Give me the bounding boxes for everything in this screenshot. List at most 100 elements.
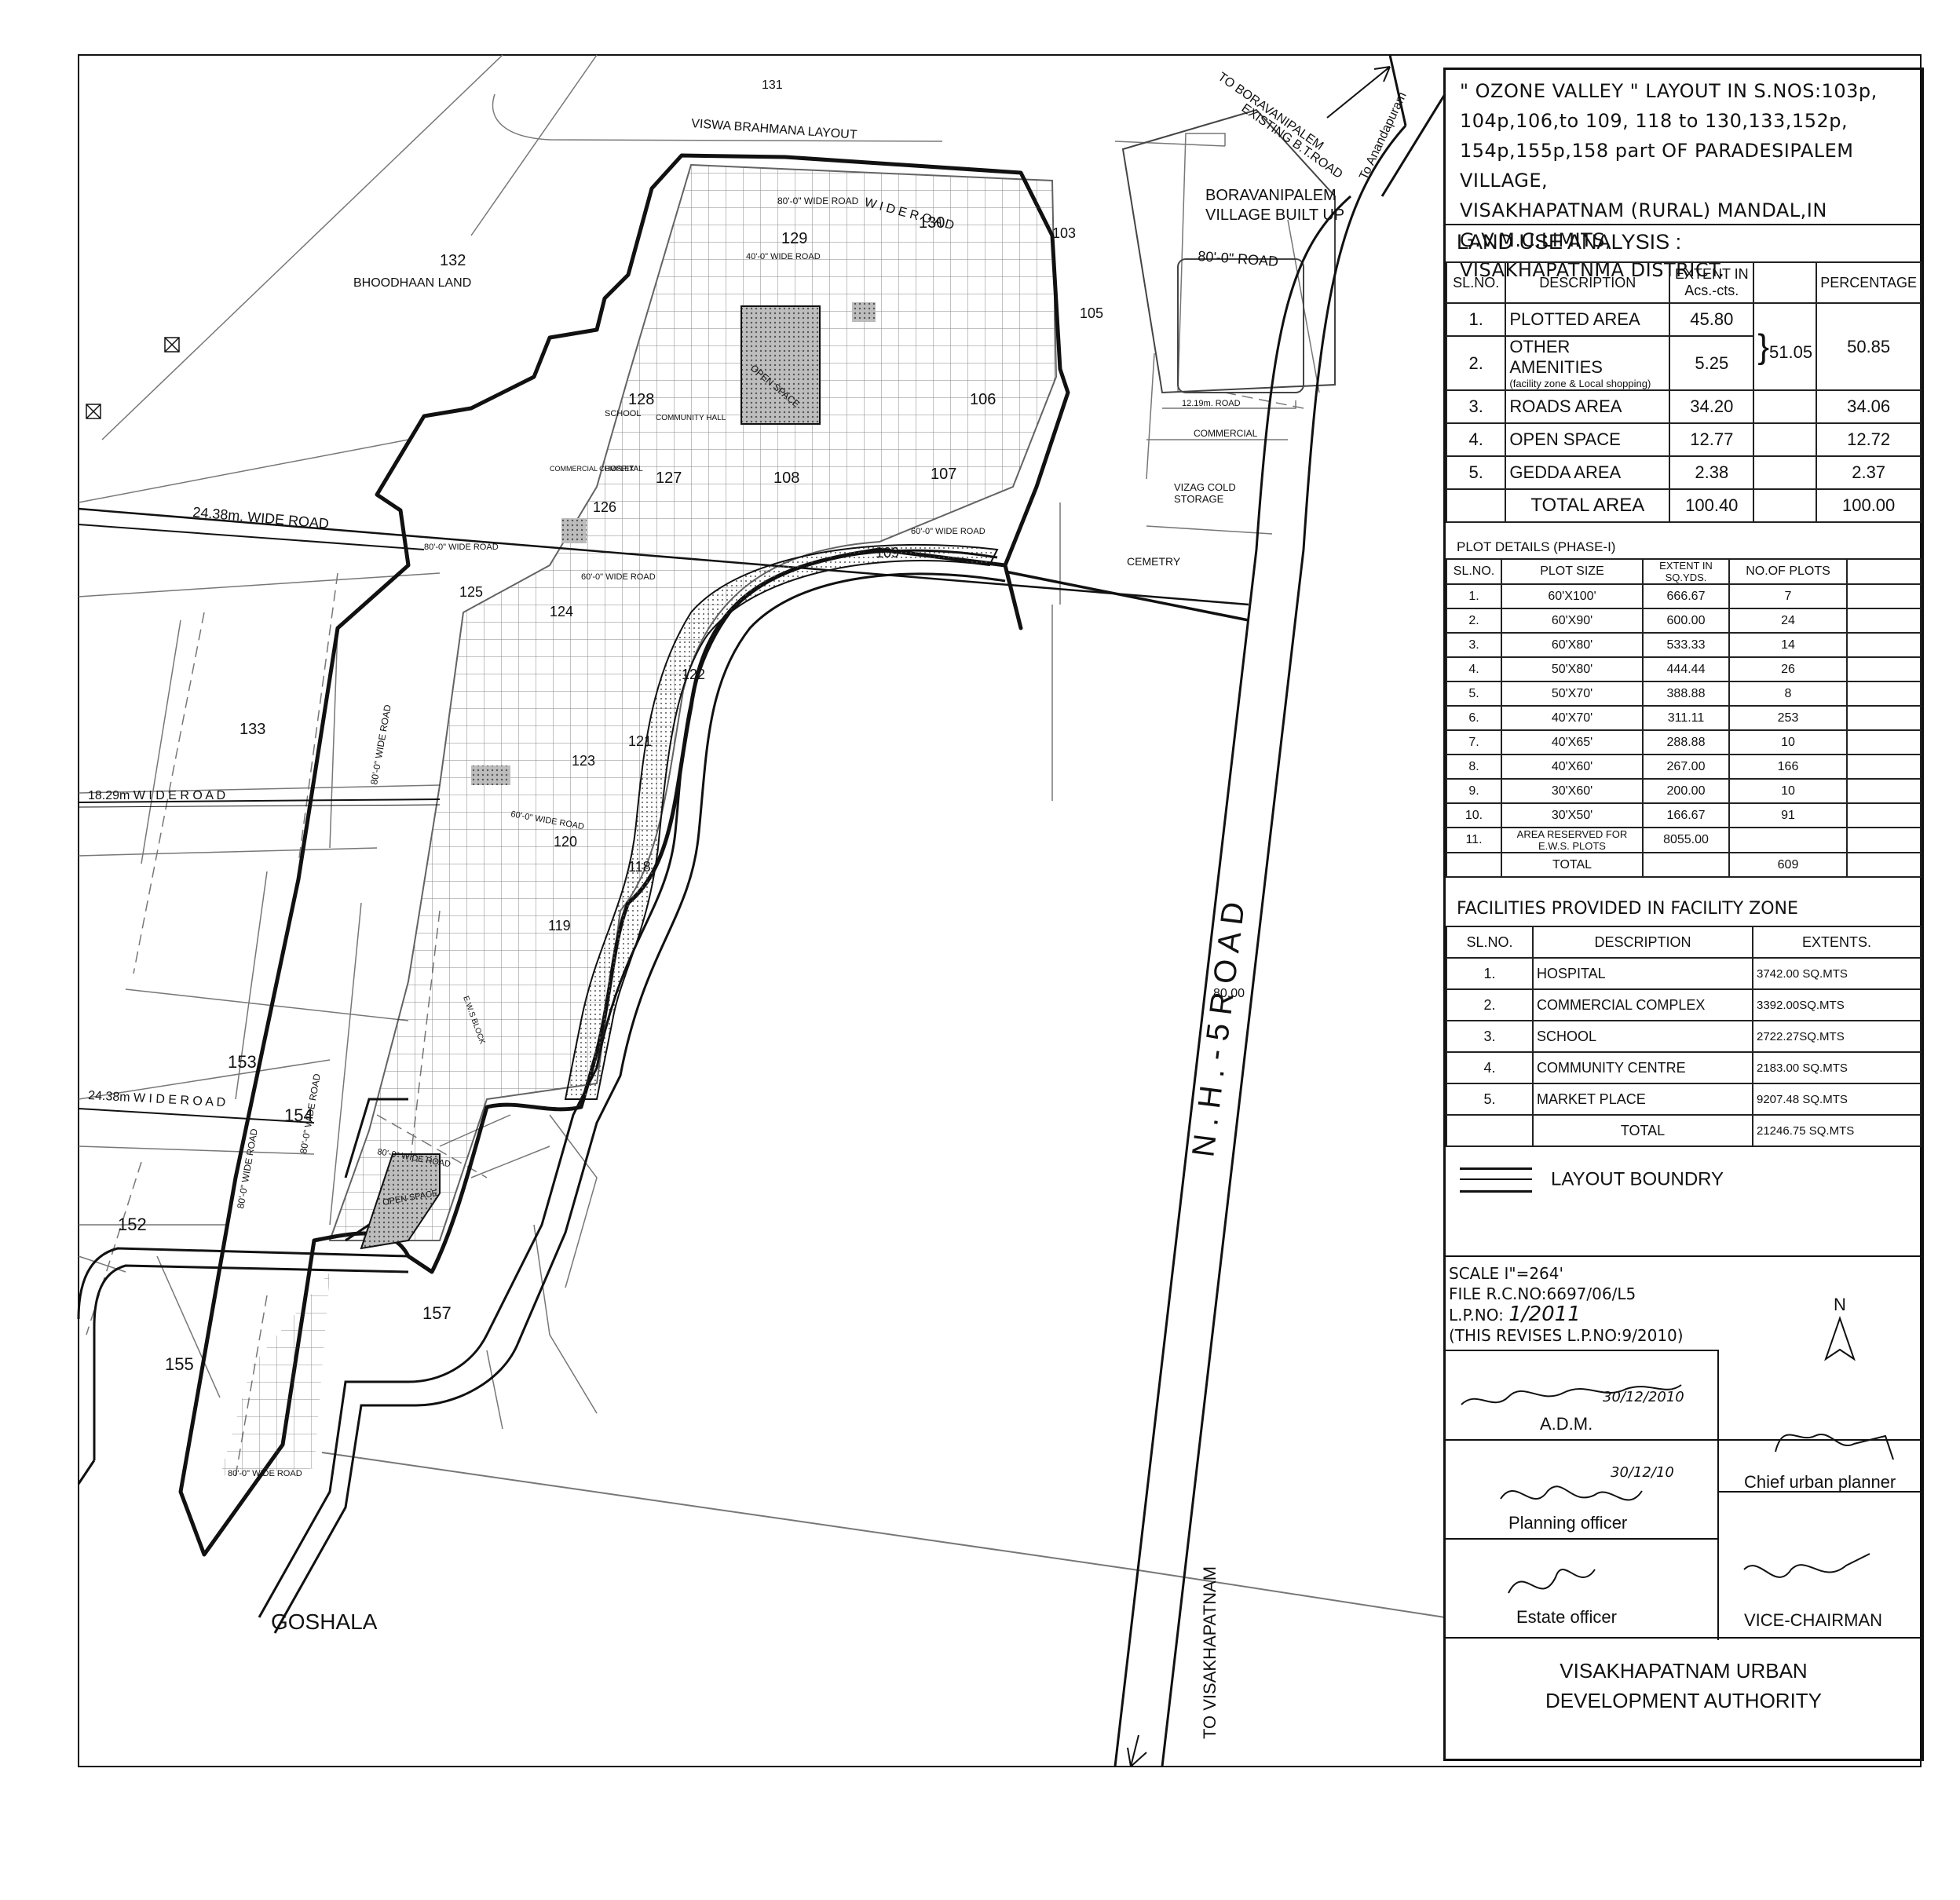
vice-chairman-label: VICE-CHAIRMAN xyxy=(1744,1610,1883,1630)
label-hospital: HOSPITAL xyxy=(605,465,643,473)
label-s155: 155 xyxy=(165,1354,194,1374)
fz-header-desc: DESCRIPTION xyxy=(1532,926,1753,959)
lu-row-1-sl: 1. xyxy=(1445,302,1507,337)
label-community-hall: COMMUNITY HALL xyxy=(656,414,726,422)
label-s108: 108 xyxy=(773,470,799,487)
planning-date: 30/12/10 xyxy=(1611,1464,1674,1481)
title-line-4: VISAKHAPATNAM (RURAL) MANDAL,IN G.V.M.C.… xyxy=(1460,199,1827,251)
lu-row-4-desc: OPEN SPACE xyxy=(1505,422,1671,457)
planning-label: Planning officer xyxy=(1508,1513,1628,1533)
lu-header-slno: SL.NO. xyxy=(1445,261,1507,304)
lp-number: 1/2011 xyxy=(1508,1303,1581,1326)
layout-boundary-symbol xyxy=(1460,1167,1532,1193)
lu-row-4-extent: 12.77 xyxy=(1669,422,1755,457)
village-builtup-outline xyxy=(1121,108,1336,394)
lu-row-3-desc: ROADS AREA xyxy=(1505,389,1671,424)
gedda-channel xyxy=(564,543,999,1100)
scale-block: SCALE I"=264' FILE R.C.NO:6697/06/L5 L.P… xyxy=(1449,1263,1684,1346)
pd-header-extent: EXTENT IN SQ.YDS. xyxy=(1642,558,1730,585)
legend-label: LAYOUT BOUNDRY xyxy=(1551,1168,1724,1190)
pd-total-count: 609 xyxy=(1728,852,1848,878)
pd-header-slno: SL.NO. xyxy=(1446,558,1502,585)
label-s121: 121 xyxy=(628,733,652,749)
estate-signature xyxy=(1508,1569,1596,1594)
label-s133: 133 xyxy=(240,721,265,738)
north-arrow-icon xyxy=(1824,1315,1856,1361)
label-wr-80-left: 80'-0" WIDE ROAD xyxy=(368,703,393,785)
drain-lines xyxy=(77,549,1006,1634)
label-s109: 109 xyxy=(876,545,899,561)
title-line-3: 154p,155p,158 part OF PARADESIPALEM VILL… xyxy=(1460,140,1854,192)
label-s157: 157 xyxy=(422,1303,452,1323)
lu-total-pct: 100.00 xyxy=(1816,488,1922,523)
title-line-1: " OZONE VALLEY " LAYOUT IN S.NOS:103p, xyxy=(1460,80,1878,102)
label-s118: 118 xyxy=(628,859,651,875)
label-goshala: GOSHALA xyxy=(271,1610,378,1634)
label-s122: 122 xyxy=(682,667,705,682)
plot-details-table: SL.NO. PLOT SIZE EXTENT IN SQ.YDS. NO.OF… xyxy=(1446,558,1922,878)
label-s152: 152 xyxy=(118,1215,147,1234)
lu-bracket-pct: 50.85 xyxy=(1816,302,1922,391)
label-s123: 123 xyxy=(572,753,595,769)
label-to-boravanipalem: TO BORAVANIPALEM xyxy=(1216,70,1326,153)
label-commercial: COMMERCIAL xyxy=(1194,428,1258,439)
label-s107: 107 xyxy=(931,466,956,483)
nh5-road xyxy=(1113,54,1446,1767)
authority-line-2: DEVELOPMENT AUTHORITY xyxy=(1545,1689,1823,1712)
authority-name: VISAKHAPATNAM URBAN DEVELOPMENT AUTHORIT… xyxy=(1446,1656,1922,1715)
lu-row-5-desc: GEDDA AREA xyxy=(1505,455,1671,490)
label-s105: 105 xyxy=(1080,305,1103,321)
lu-row-2-sub: (facility zone & Local shopping) xyxy=(1509,378,1651,389)
label-s120: 120 xyxy=(554,834,577,850)
fz-total-label: TOTAL xyxy=(1532,1114,1753,1147)
lu-row-2-desc: OTHER AMENITIES(facility zone & Local sh… xyxy=(1505,335,1671,391)
label-wr-60-right: 60'-0" WIDE ROAD xyxy=(911,527,985,536)
label-to-visakhapatnam: TO VISAKHAPATNAM xyxy=(1200,1566,1220,1739)
label-existing-bt-road: EXISTING B.T.ROAD xyxy=(1239,101,1345,181)
land-use-table: SL.NO. DESCRIPTION EXTENT IN Acs.-cts. P… xyxy=(1445,261,1922,523)
label-road-18m: 18.29m W I D E R O A D xyxy=(88,789,225,802)
lu-row-1-desc: PLOTTED AREA xyxy=(1505,302,1671,337)
label-s154: 154 xyxy=(284,1105,313,1125)
lu-header-pct: PERCENTAGE xyxy=(1816,261,1922,304)
legend: LAYOUT BOUNDRY xyxy=(1460,1167,1724,1193)
label-wr-60-mid: 60'-0" WIDE ROAD xyxy=(581,572,656,582)
road-18m xyxy=(78,798,441,803)
adm-label: A.D.M. xyxy=(1540,1414,1593,1434)
label-wr-40-a: 40'-0" WIDE ROAD xyxy=(746,252,821,261)
plot-grid-zone xyxy=(328,163,1058,1241)
lp-line: L.P.NO: 1/2011 xyxy=(1449,1303,1581,1326)
authority-line-1: VISAKHAPATNAM URBAN xyxy=(1560,1659,1808,1683)
lu-row-4-sl: 4. xyxy=(1445,422,1507,457)
label-vizag-cold-2: STORAGE xyxy=(1174,493,1224,505)
sheet-border xyxy=(78,54,1922,1767)
label-school: SCHOOL xyxy=(605,409,641,418)
label-viswa-no: 131 xyxy=(762,79,783,92)
label-road-24m-bottom: 24.38m W I D E R O A D xyxy=(88,1089,226,1109)
label-s128: 128 xyxy=(628,391,654,408)
label-s103: 103 xyxy=(1052,225,1076,241)
label-village-2: VILLAGE BUILT UP xyxy=(1205,206,1344,224)
label-s119: 119 xyxy=(548,918,571,934)
lu-row-3-pct: 34.06 xyxy=(1816,389,1922,424)
label-to-anandapuram: To Anandapuram xyxy=(1357,90,1410,182)
north-label: N xyxy=(1834,1295,1846,1314)
label-s129: 129 xyxy=(781,230,807,247)
fz-header-slno: SL.NO. xyxy=(1446,926,1534,959)
pd-header-size: PLOT SIZE xyxy=(1501,558,1644,585)
lu-row-5-sl: 5. xyxy=(1445,455,1507,490)
label-bhoodhaan: BHOODHAAN LAND xyxy=(353,276,471,290)
